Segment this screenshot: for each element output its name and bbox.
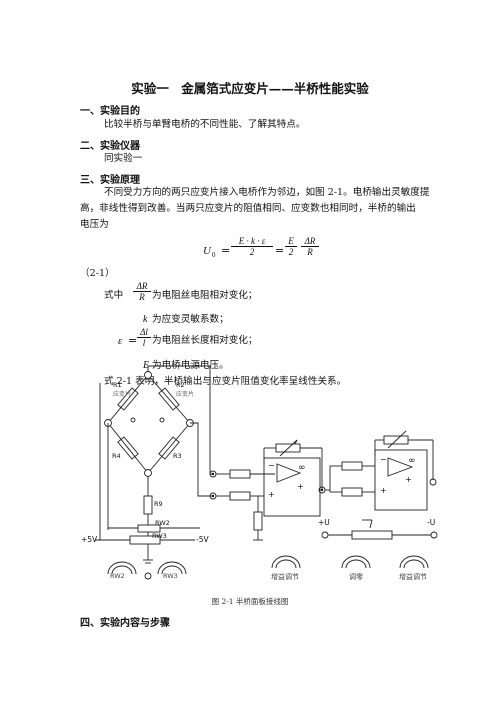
label-plus-u: +U [318,518,330,527]
label-plus5v: +5V [81,535,98,544]
resistor-amp1-in2 [229,491,251,501]
label-knob-rw3: RW3 [163,572,178,580]
resistor-rw2 [137,524,161,533]
def3-eq: = [128,334,138,347]
amp1-plus-in: + [268,490,275,499]
conclusion-text: 式 2-1 表明，半桥输出与应变片阻值变化率呈线性关系。 [104,376,347,387]
def1-text: 为电阻丝电阻相对变化； [152,290,258,301]
resistor-r4 [117,436,139,460]
label-gain2: 增益调节 [399,573,427,581]
def3-text: 为电阻丝长度相对变化； [152,335,258,346]
label-minus5v: -5V [196,535,209,544]
purpose-heading: 一、实验目的 [80,106,140,117]
formula-lhs-sub: 0 [212,251,216,259]
amp1-inf: ∞ [298,463,306,473]
label-r9: R9 [154,500,163,508]
instruments-text: 同实验一 [104,153,143,164]
label-zero: 调零 [349,573,363,581]
jack-minus-u [430,531,438,539]
bridge-wire-bottom-left [107,422,149,474]
knob-zero-arc [341,555,371,569]
label-r1: R1 [113,381,122,389]
amp1-box [263,457,321,517]
page-title: 实验一 金属箔式应变片——半桥性能实验 [131,81,369,96]
label-rw2: RW2 [155,519,170,527]
wire-right-out [190,422,213,497]
knob-rw2-arc [107,561,137,575]
def4-symbol: E [143,360,150,371]
principle-line1: 不同受力方向的两只应变片接入电桥作为邻边，如图 2-1。电桥输出灵敏度提 [104,187,430,198]
principle-line2: 高，非线性得到改善。当两只应变片的阻值相同、应变数也相同时，半桥的输出 [80,203,416,214]
amp2-inf: ∞ [408,456,416,466]
amp1-minus: − [268,461,275,470]
resistor-amp2-in2 [341,487,363,497]
resistor-r1 [117,387,139,411]
knob-rw3-arc [157,561,187,575]
amp2-plus-out: + [405,475,412,484]
node-bottom [144,469,152,477]
resistor-amp1-in1 [229,469,251,479]
figure-caption: 图 2-1 半桥面板接线图 [211,597,289,606]
knob-rw2-inner [111,565,133,575]
purpose-text: 比较半桥与单臂电桥的不同性能、了解其特点。 [104,119,306,130]
node-inner-left [130,417,136,423]
amp1-triangle [276,463,302,483]
bridge-wire-bottom-right [147,422,191,474]
resistor-r9 [143,495,153,515]
procedure-heading: 四、实验内容与步骤 [80,618,170,629]
label-r2: R2 [176,381,185,389]
node-inner-right [159,417,165,423]
ground-jack [144,572,152,580]
jack-amp2-out [429,478,437,486]
resistor-r3 [158,436,180,460]
label-r1-sub: 应变片 [113,391,132,398]
label-r3: R3 [173,452,182,460]
knob-gain2-arc [399,555,429,569]
amp2-minus: − [380,455,387,464]
knob-zero-inner [345,559,367,569]
resistor-amp2-in1 [341,461,363,471]
label-gain1: 增益调节 [271,573,299,581]
def4-text: 为电桥电源电压。 [152,360,229,371]
label-rw3: RW3 [152,532,167,540]
node-top [144,371,152,379]
def2-text: 为应变灵敏系数； [152,314,229,325]
jack-plus-u [321,531,329,539]
amp2-plus-in: + [380,486,387,495]
label-r2-sub: 应变片 [176,391,195,398]
label-minus-u: -U [427,518,436,527]
amp1-plus-out: + [297,482,304,491]
knob-gain1-inner [275,559,297,569]
zero-pot [351,530,393,540]
bridge-wire-top-right [147,374,191,424]
amp2-triangle [387,457,414,477]
knob-gain2-inner [403,559,425,569]
knob-gain1-arc [271,555,301,569]
knob-rw3-inner [161,565,183,575]
bridge-wire-top-left [107,374,149,424]
resistor-amp1-ground [253,511,263,531]
instruments-heading: 二、实验仪器 [80,141,140,152]
resistor-r2 [158,387,180,411]
def2-symbol: k [143,314,148,325]
principle-line3: 电压为 [80,219,109,230]
formula-number: （2-1） [80,268,115,279]
formula-eq1: = [221,244,231,257]
def-prefix: 式中 [104,290,124,301]
amp2-box [374,449,428,511]
principle-heading: 三、实验原理 [80,175,140,186]
def3-symbol: ε [118,335,123,347]
formula-eq2: = [275,244,285,257]
label-knob-rw2: RW2 [110,572,125,580]
wire-top-out [147,365,213,475]
formula-lhs: U [203,245,211,257]
label-r4: R4 [112,452,121,460]
